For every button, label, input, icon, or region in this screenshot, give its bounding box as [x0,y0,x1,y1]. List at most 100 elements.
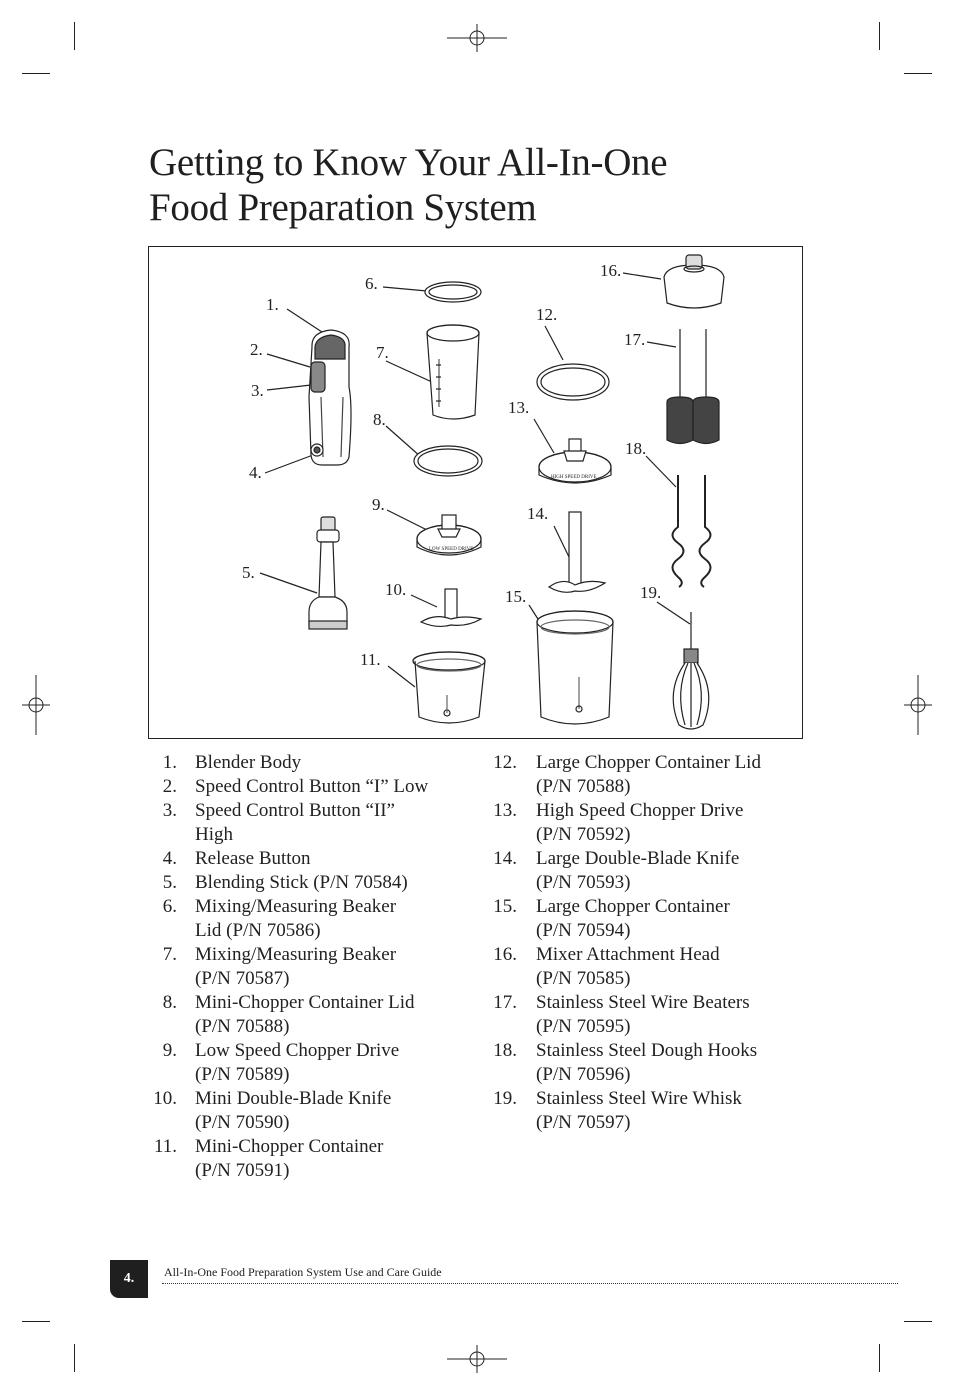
parts-list-number: 15. [493,896,517,917]
parts-list-text: (P/N 70589) [195,1064,290,1085]
parts-list-number: 6. [162,896,177,917]
parts-list-text: Speed Control Button “II” [195,800,395,821]
callout-9: 9. [372,495,385,514]
callout-5: 5. [242,563,255,582]
callout-7: 7. [376,343,389,362]
parts-list-item: 1. Blender Body [147,751,477,775]
crop-mark [879,1344,880,1372]
page-title: Getting to Know Your All-In-One Food Pre… [149,140,668,230]
parts-list-text: Lid (P/N 70586) [195,920,321,941]
page-title-line1: Getting to Know Your All-In-One [149,141,668,184]
parts-list-text: Release Button [195,848,311,869]
parts-list-number: 5. [162,872,177,893]
callout-18: 18. [625,439,647,458]
parts-list-text: (P/N 70594) [536,920,631,941]
high-speed-drive-icon: HIGH SPEED DRIVE [538,438,612,484]
parts-list-text: Mini-Chopper Container Lid [195,992,415,1013]
dough-hooks-icon [671,475,712,588]
page-number-badge: 4. [110,1260,148,1298]
parts-list-text: Speed Control Button “I” Low [195,776,429,797]
parts-list-item: 17.Stainless Steel Wire Beaters(P/N 7059… [485,991,815,1039]
parts-list-number: 7. [162,944,177,965]
parts-list-text: (P/N 70590) [195,1112,290,1133]
parts-list-text: (P/N 70587) [195,968,290,989]
mini-chopper-lid-icon [413,445,483,477]
parts-list-text: Large Chopper Container [536,896,730,917]
registration-mark-icon [904,675,932,735]
parts-list-item: 4.Release Button [147,847,477,871]
crop-mark [74,22,75,50]
parts-list-text: Blending Stick (P/N 70584) [195,872,408,893]
crop-mark [904,73,932,74]
callout-11: 11. [360,650,381,669]
low-speed-drive-label: LOW SPEED DRIVE [429,547,473,552]
parts-diagram: LOW SPEED DRIVE HIGH SPEED DRIVE [148,246,803,739]
crop-mark [74,1344,75,1372]
parts-list-text: Blender Body [195,752,302,773]
parts-list-number: 2. [162,776,177,797]
parts-list-number: 9. [162,1040,177,1061]
parts-list-item: 16.Mixer Attachment Head(P/N 70585) [485,943,815,991]
parts-list-text: Mixing/Measuring Beaker [195,896,397,917]
parts-list-text: Stainless Steel Wire Whisk [536,1088,742,1109]
parts-list-item: 12.Large Chopper Container Lid(P/N 70588… [485,751,815,799]
parts-list-item: 7.Mixing/Measuring Beaker(P/N 70587) [147,943,477,991]
wire-whisk-icon [672,612,710,730]
mini-knife-icon [419,588,483,628]
parts-list-text: Low Speed Chopper Drive [195,1040,400,1061]
parts-list-text: (P/N 70593) [536,872,631,893]
callout-16: 16. [600,261,622,280]
parts-list-item: 18.Stainless Steel Dough Hooks(P/N 70596… [485,1039,815,1087]
parts-list-item: 5. Blending Stick (P/N 70584) [147,871,477,895]
parts-list-text: Large Chopper Container Lid [536,752,761,773]
callout-1: 1. [266,295,279,314]
parts-list-text: Large Double-Blade Knife [536,848,740,869]
blending-stick-icon [308,516,348,630]
parts-list-item: 19.Stainless Steel Wire Whisk(P/N 70597) [485,1087,815,1135]
parts-list-number: 3. [162,800,177,821]
crop-mark [904,1321,932,1322]
parts-list-number: 13. [493,800,517,821]
callout-14: 14. [527,504,549,523]
crop-mark [22,73,50,74]
parts-list-text: Mixer Attachment Head [536,944,720,965]
parts-list-text: (P/N 70588) [536,776,631,797]
parts-list-text: (P/N 70592) [536,824,631,845]
parts-list-number: 1. [162,752,177,773]
beaker-lid-icon [424,281,482,303]
callout-3: 3. [251,381,264,400]
parts-list-item: 9. Low Speed Chopper Drive (P/N 70589) [147,1039,477,1087]
large-chopper-container-icon [536,610,614,725]
parts-list-number: 19. [493,1088,517,1109]
parts-list-left: 1. Blender Body 2. Speed Control Button “I”… [147,751,477,1183]
parts-list-item: 2. Speed Control Button “I” Low [147,775,477,799]
parts-list-item: 11.Mini-Chopper Container(P/N 70591) [147,1135,477,1183]
parts-list-number: 8. [162,992,177,1013]
registration-mark-icon [22,675,50,735]
page-title-line2: Food Preparation System [149,186,537,229]
parts-list-text: (P/N 70595) [536,1016,631,1037]
parts-list-number: 14. [493,848,517,869]
callout-4: 4. [249,463,262,482]
high-speed-drive-label: HIGH SPEED DRIVE [551,475,597,480]
parts-list-number: 11. [153,1136,177,1157]
parts-list-text: High [195,824,233,845]
callout-12: 12. [536,305,558,324]
footer-dotted-rule [162,1283,898,1284]
parts-list-text: (P/N 70588) [195,1016,290,1037]
parts-list-text: Mini Double-Blade Knife [195,1088,392,1109]
mixer-head-icon [663,254,725,309]
mini-chopper-container-icon [412,651,486,724]
registration-mark-icon [447,1345,507,1373]
callout-17: 17. [624,330,646,349]
callout-6: 6. [365,274,378,293]
parts-list-text: Stainless Steel Dough Hooks [536,1040,758,1061]
registration-mark-icon [447,24,507,52]
parts-list-number: 10. [153,1088,177,1109]
crop-mark [879,22,880,50]
large-chopper-lid-icon [536,363,610,401]
callout-13: 13. [508,398,530,417]
parts-list-item: 14. Large Double-Blade Knife (P/N 70593) [485,847,815,895]
wire-beaters-icon [666,329,720,445]
crop-mark [22,1321,50,1322]
